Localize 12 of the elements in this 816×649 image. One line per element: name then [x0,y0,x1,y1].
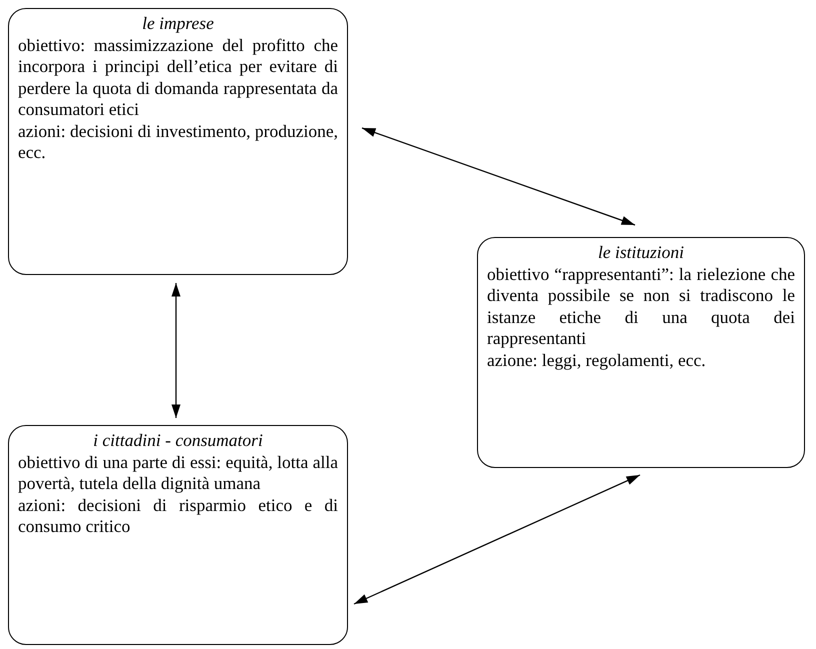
double-arrow [362,127,636,226]
double-arrow [172,283,180,418]
double-arrow [354,474,640,605]
box-text: azioni: decisioni di investimento, produzione, ecc. [18,120,338,164]
box-heading: le imprese [141,13,215,34]
text-box [8,8,348,275]
box-text: azione: leggi, regolamenti, ecc. [487,350,707,371]
box-heading: le istituzioni [596,242,686,264]
box-heading: i cittadini - consumatori [92,430,264,452]
text-box [8,425,348,645]
box-text: azioni: decisioni di risparmio etico e di consumo critico [18,494,338,538]
text-box [477,237,805,468]
